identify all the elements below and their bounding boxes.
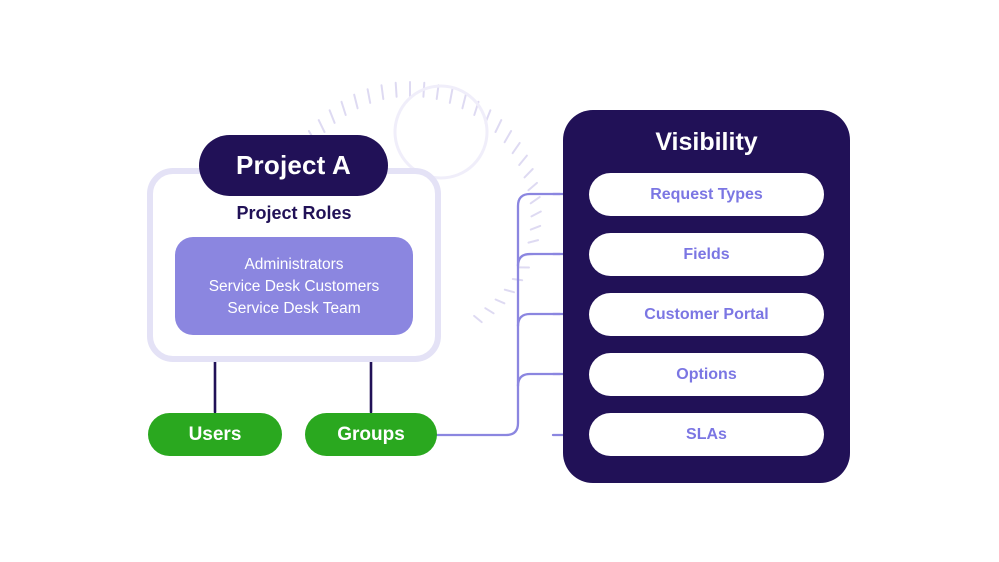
visibility-item-label: Request Types — [650, 185, 763, 203]
project-roles-box: Administrators Service Desk Customers Se… — [175, 237, 413, 335]
visibility-item-options[interactable]: Options — [589, 353, 824, 396]
visibility-item-label: Customer Portal — [644, 305, 769, 323]
groups-label: Groups — [337, 423, 405, 445]
visibility-title: Visibility — [655, 128, 758, 156]
visibility-item-customer-portal[interactable]: Customer Portal — [589, 293, 824, 336]
visibility-item-request-types[interactable]: Request Types — [589, 173, 824, 216]
role-item: Service Desk Team — [227, 299, 361, 317]
visibility-item-label: Fields — [683, 245, 730, 263]
project-a-label: Project A — [236, 150, 351, 180]
users-pill[interactable]: Users — [148, 413, 282, 456]
circle-decoration-icon — [393, 84, 489, 180]
groups-pill[interactable]: Groups — [305, 413, 437, 456]
visibility-item-label: SLAs — [686, 425, 727, 443]
users-label: Users — [188, 423, 242, 445]
visibility-panel: Visibility Request Types Fields Customer… — [563, 110, 850, 483]
project-a-pill[interactable]: Project A — [199, 135, 388, 196]
visibility-item-slas[interactable]: SLAs — [589, 413, 824, 456]
project-roles-heading: Project Roles — [236, 203, 352, 223]
wire-groups-to-visibility — [435, 192, 562, 437]
role-item: Service Desk Customers — [208, 277, 380, 295]
role-item: Administrators — [244, 255, 344, 273]
visibility-item-fields[interactable]: Fields — [589, 233, 824, 276]
visibility-item-label: Options — [676, 365, 737, 383]
